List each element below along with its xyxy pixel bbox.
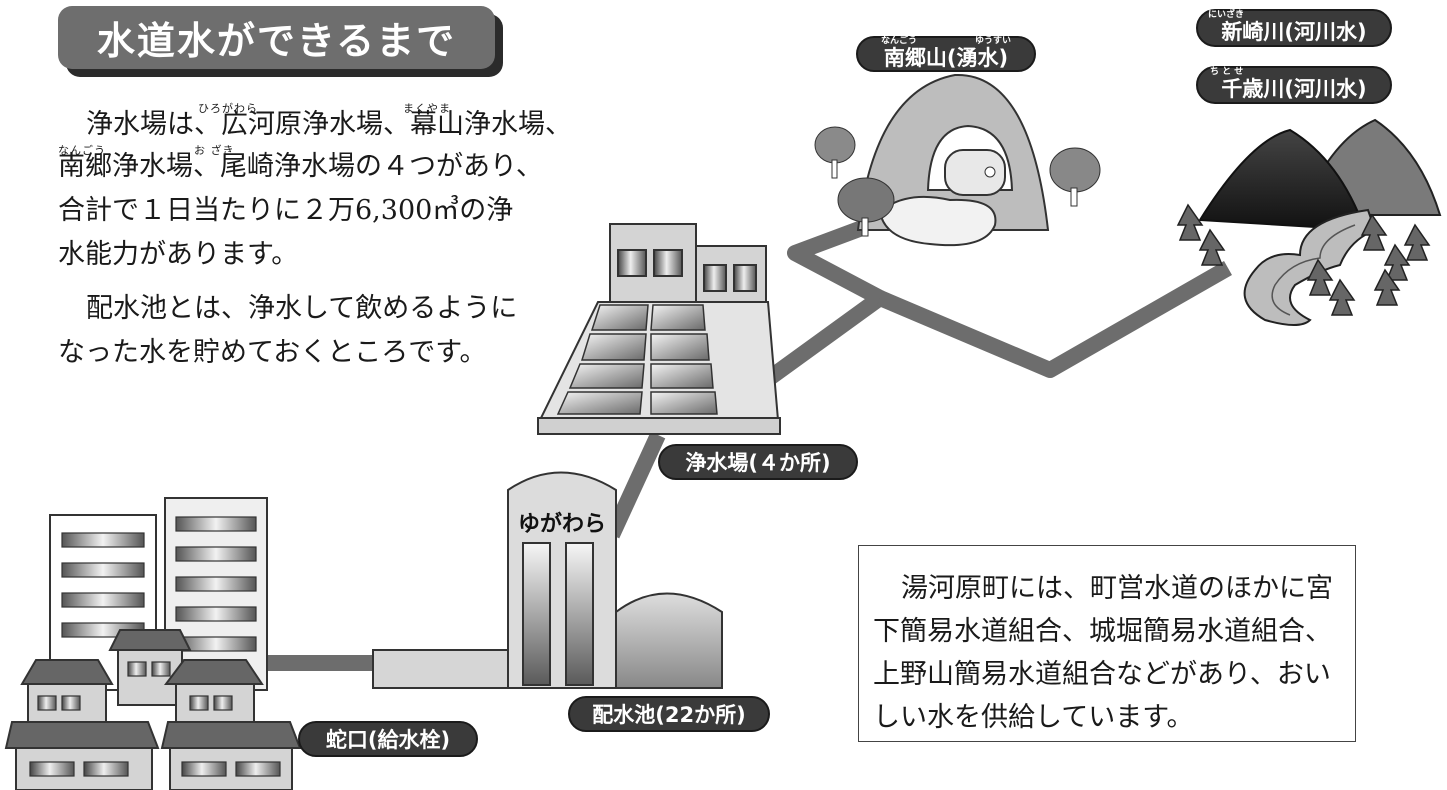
note-box: 湯河原町には、町営水道のほかに宮 下簡易水道組合、城堀簡易水道組合、 上野山簡易… <box>858 545 1356 742</box>
label-purification-plant: 浄水場(４か所) <box>658 444 858 480</box>
city-icon <box>4 497 302 790</box>
label-niizaki: 新崎川(河川水) <box>1196 9 1392 47</box>
reservoir-icon <box>372 471 723 689</box>
intro-line: 配水池とは、浄水して飲めるように <box>86 293 518 324</box>
forest-icon <box>1176 203 1431 316</box>
nango-mountain <box>814 73 1101 247</box>
note-line: しい水を供給しています。 <box>873 702 1194 733</box>
furigana: ひろがわら <box>198 102 258 115</box>
intro-line: なった水を貯めておくところです。 <box>58 337 487 368</box>
label-chitose-furigana: ち と せ <box>1210 67 1244 77</box>
label-nango-furigana: ゆうすい <box>975 36 1012 46</box>
note-line: 下簡易水道組合、城堀簡易水道組合、 <box>873 616 1332 647</box>
label-niizaki-furigana: にいざき <box>1208 10 1245 20</box>
purification-plant-icon <box>537 223 781 435</box>
intro-line: 南郷浄水場、尾崎浄水場の４つがあり、 <box>58 151 543 182</box>
intro-line: 合計で１日当たりに２万6,300㎥の浄 <box>58 195 514 226</box>
label-nango-furigana: なんごう <box>881 36 918 46</box>
tree-icon <box>814 126 1101 237</box>
intro-line: 水能力があります。 <box>58 239 299 270</box>
furigana: お ざき <box>194 144 235 157</box>
label-niizaki-text: 新崎川(河川水) <box>1221 20 1367 44</box>
label-tap: 蛇口(給水栓) <box>298 721 478 757</box>
furigana: まくやま <box>403 102 451 115</box>
note-line: 上野山簡易水道組合などがあり、おい <box>873 659 1331 690</box>
label-reservoir: 配水池(22か所) <box>568 696 770 732</box>
page-title: 水道水ができるまで <box>58 6 495 69</box>
intro-line: 浄水場は、広河原浄水場、幕山浄水場、 <box>86 109 572 140</box>
tower-label: ゆがわら <box>517 512 606 537</box>
label-nango: 南郷山(湧水) <box>856 36 1036 72</box>
train-icon <box>944 149 1006 196</box>
pipe-network <box>268 220 1232 671</box>
river-mountains <box>1176 118 1442 326</box>
label-nango-text: 南郷山(湧水) <box>883 46 1009 70</box>
label-chitose: 千歳川(河川水) <box>1196 66 1392 104</box>
furigana: なんごう <box>58 144 106 157</box>
label-chitose-text: 千歳川(河川水) <box>1221 77 1367 101</box>
note-line: 湯河原町には、町営水道のほかに宮 <box>901 573 1333 604</box>
